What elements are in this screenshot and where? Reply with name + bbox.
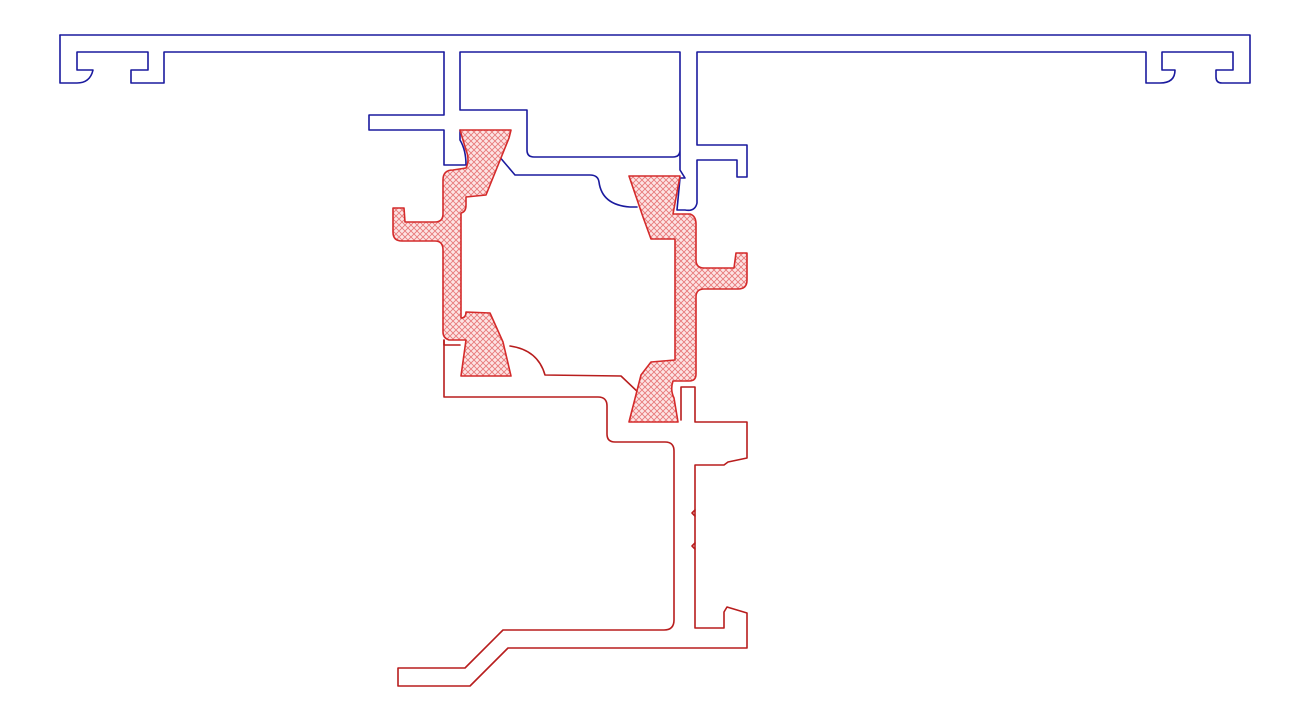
thermal-break-strip-left [392, 129, 512, 377]
thermal-break-strip-right [628, 175, 748, 423]
frame-inner-bridge [497, 154, 638, 208]
sash-web-notch-lower [691, 542, 696, 550]
frame-profile [59, 34, 1251, 212]
sash-outer-contour [397, 339, 748, 687]
sash-left-leg [443, 339, 461, 346]
frame-center-leg-left [368, 51, 467, 166]
sash-profile [397, 339, 748, 687]
sash-web-notch-upper [691, 509, 696, 517]
frame-outer-contour [59, 34, 1251, 212]
thermal-break-strips [392, 129, 748, 423]
sash-inner-bridge [509, 345, 642, 396]
frame-left-shelf [59, 34, 445, 84]
